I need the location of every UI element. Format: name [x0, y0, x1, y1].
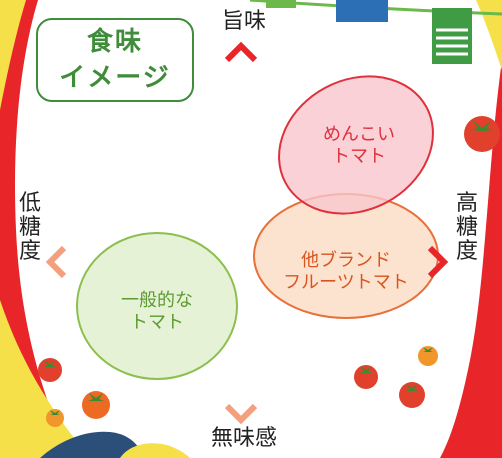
tomato-icon [418, 346, 438, 366]
ellipse-menkoi-tomato [278, 75, 434, 215]
bottom-yellow-shape [120, 443, 190, 458]
label-line: トマト [130, 312, 184, 333]
label-line: 他ブランド [301, 250, 391, 271]
left-red-band [0, 0, 70, 458]
bottom-arrowhead [224, 403, 258, 425]
title-line-1: 食味 [86, 27, 143, 57]
label-other-brands: 他ブランド フルーツトマト [266, 250, 426, 294]
bunting-flag-green-2 [266, 0, 296, 8]
right-yellow-band [476, 0, 502, 70]
axis-label-right-char: 糖 [455, 215, 478, 240]
bunting-flag-blue [336, 0, 388, 22]
axis-label-bottom: 無味感 [210, 426, 277, 451]
tomato-icon [46, 409, 64, 427]
title-line-2: イメージ [59, 63, 171, 93]
label-general-tomato: 一般的な トマト [77, 290, 237, 334]
tomato-icon [82, 391, 110, 419]
top-arrowhead [224, 41, 258, 63]
left-arrowhead [45, 245, 67, 279]
title-box: 食味 イメージ [36, 18, 194, 102]
label-line: めんこい [323, 124, 395, 145]
axis-label-right-char: 高 [455, 191, 478, 216]
axis-label-left-char: 度 [18, 239, 41, 264]
tomato-icon [38, 358, 62, 382]
label-line: 一般的な [121, 290, 193, 311]
left-yellow-band [0, 300, 90, 458]
label-line: フルーツトマト [283, 272, 409, 293]
bottom-dark-shape [40, 431, 144, 458]
tomato-icon [354, 365, 378, 389]
right-arrowhead [427, 245, 449, 279]
axis-label-top: 旨味 [221, 9, 266, 34]
tomato-icon [464, 116, 500, 152]
axis-label-right: 高 糖 度 [455, 192, 479, 264]
axis-label-right-char: 度 [455, 239, 478, 264]
tomato-icon [399, 382, 425, 408]
ellipse-general-tomato [76, 232, 238, 380]
axis-label-left-char: 糖 [18, 215, 41, 240]
label-menkoi-tomato: めんこい トマト [279, 124, 439, 168]
right-red-band [440, 60, 502, 458]
top-left-yellow [0, 0, 26, 110]
axis-label-left-char: 低 [18, 191, 41, 216]
axis-label-left: 低 糖 度 [18, 192, 42, 264]
label-line: トマト [332, 146, 386, 167]
